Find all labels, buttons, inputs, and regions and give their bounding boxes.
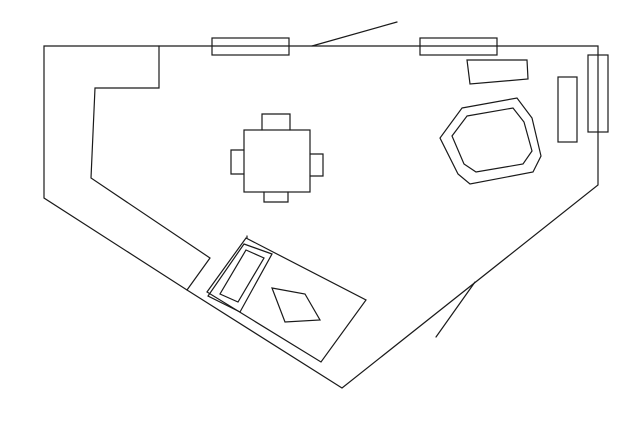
counter-top-right [466,59,529,85]
bathtub-outer [439,97,542,185]
rug-diamond [271,287,322,323]
door-swing-right [435,281,476,338]
bed-pillow-outer [207,243,273,313]
interior-wall [90,45,211,291]
chair-left [230,149,245,175]
window-top-right [419,37,498,56]
chair-top [261,113,291,131]
square-table [243,129,311,193]
bed-pillow-inner [219,249,265,303]
cabinet-right-inner [557,76,578,143]
window-top-left [211,37,290,56]
room-outline [43,45,599,389]
bed-frame [206,237,367,363]
bathtub-inner [451,107,533,173]
chair-right [309,153,324,177]
chair-bottom [263,191,289,203]
door-swing-top [311,21,398,47]
cabinet-right-outer [587,54,609,133]
